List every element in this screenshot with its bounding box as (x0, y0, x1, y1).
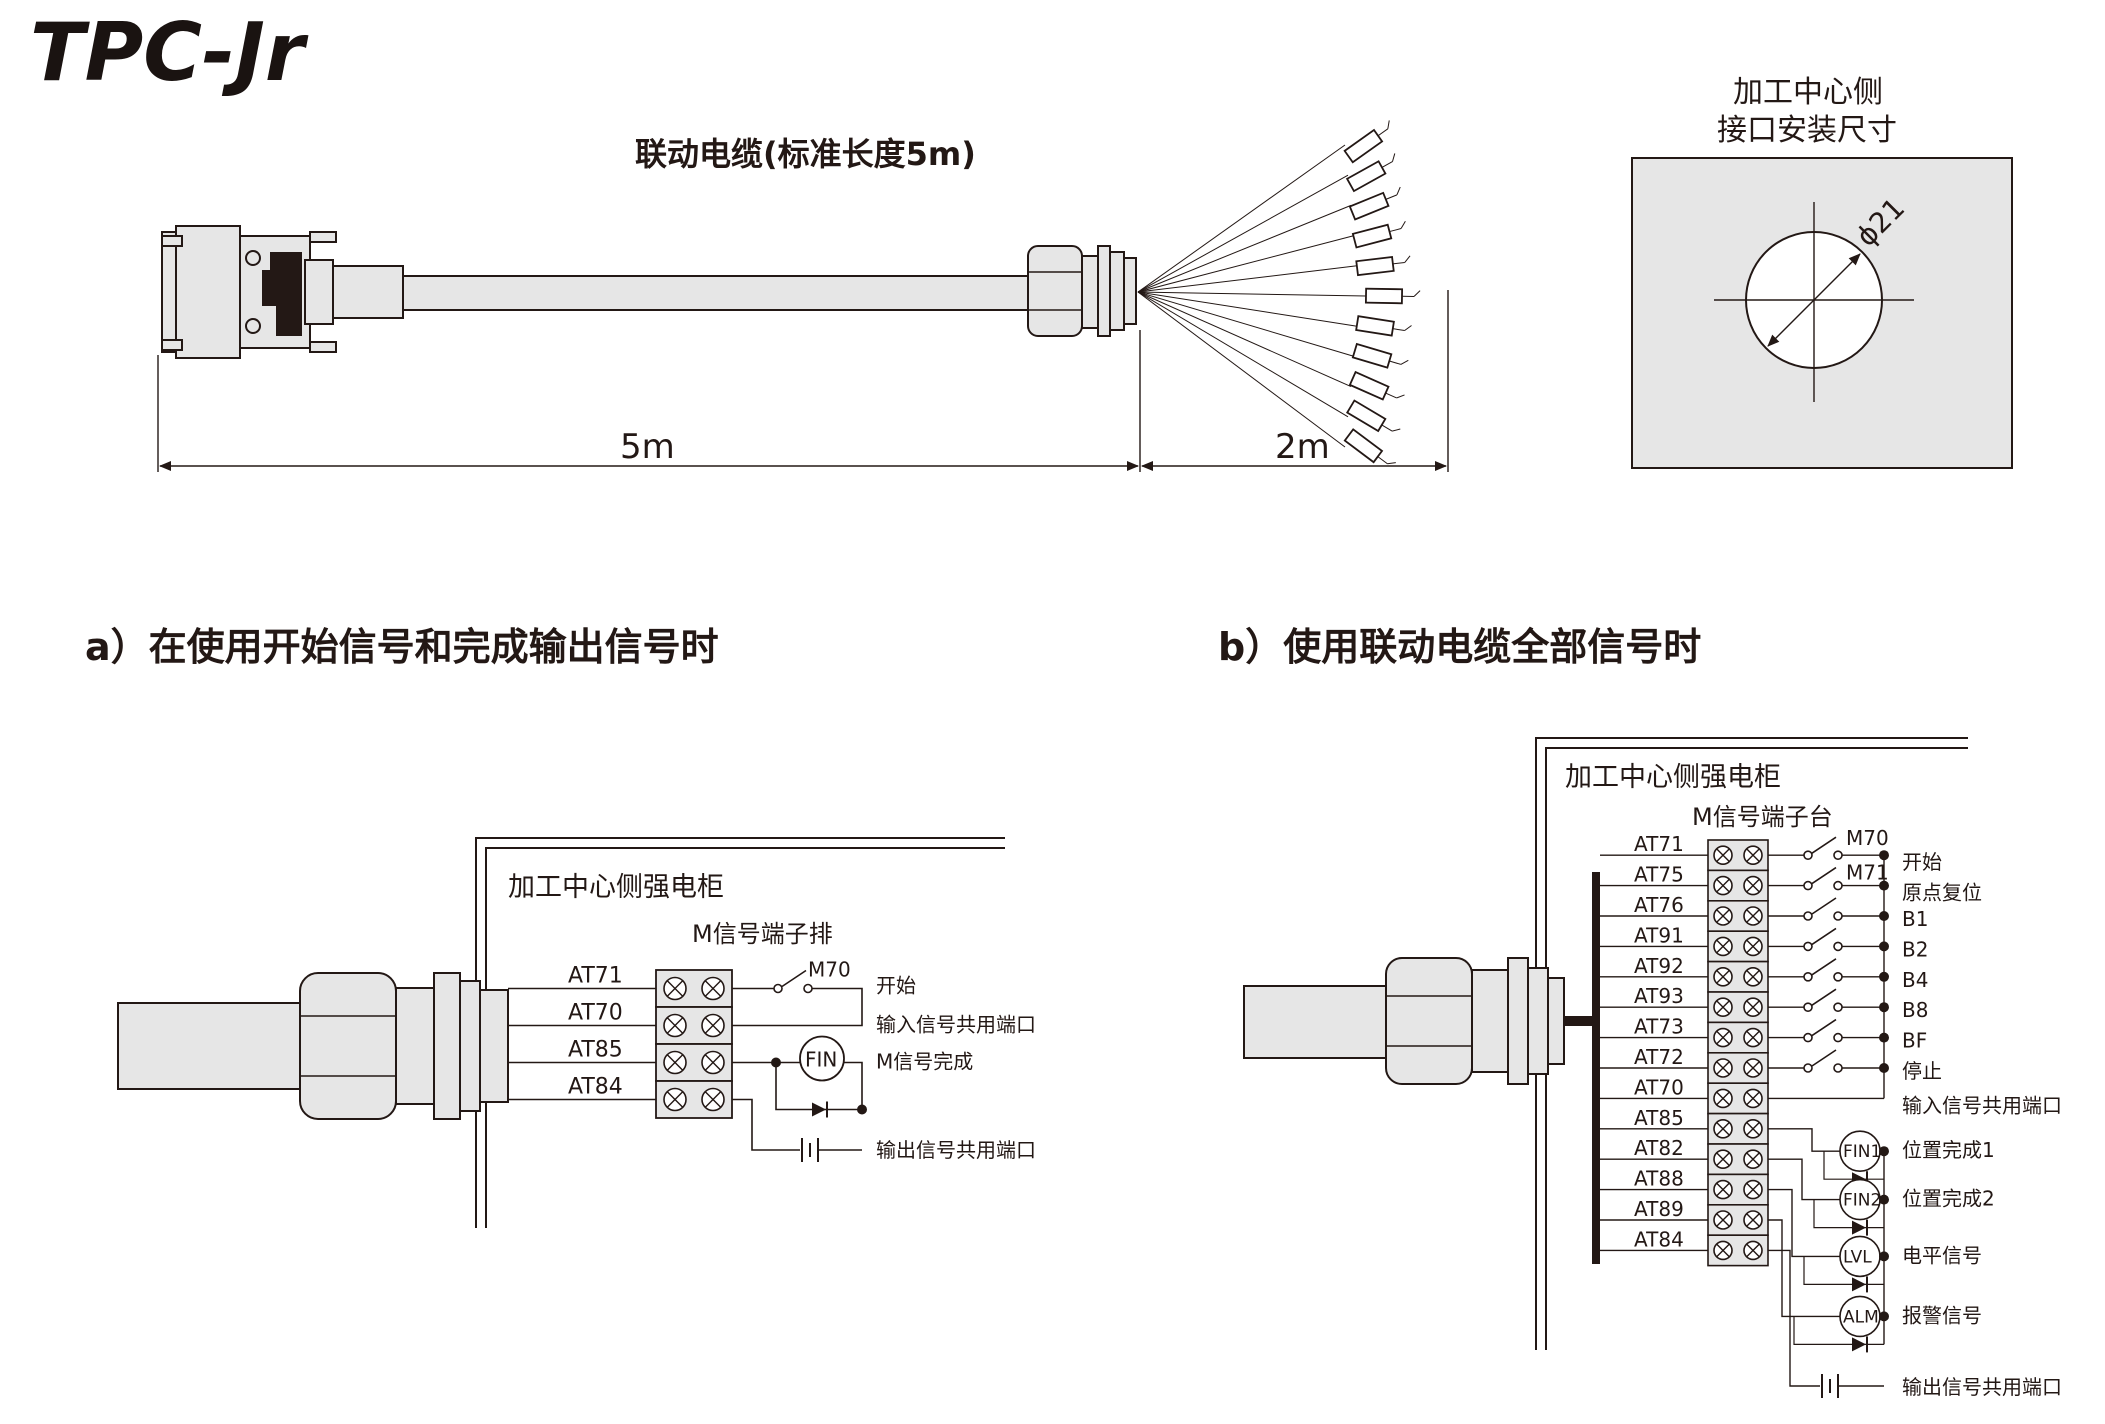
output-signal-0: 位置完成1 (1902, 1138, 1995, 1162)
terminal-label-at89: AT89 (1634, 1197, 1684, 1221)
input-signal-2: B1 (1902, 907, 1928, 931)
wire-terminal (1348, 370, 1405, 401)
output-signal-1: 位置完成2 (1902, 1187, 1995, 1211)
switch-m70-label: M70 (1846, 826, 1889, 850)
terminal-label-at76: AT76 (1634, 893, 1684, 917)
wire-terminal (1345, 153, 1396, 193)
section-a-heading: a）在使用开始信号和完成输出信号时 (85, 625, 719, 669)
terminal-label-at88: AT88 (1634, 1167, 1684, 1191)
terminal-label-at82: AT82 (1634, 1136, 1684, 1160)
output-signal-2: 电平信号 (1902, 1243, 1982, 1267)
section-a-cable (117, 972, 509, 1120)
cable-fanout-wires (1137, 120, 1421, 465)
section-b-wiring: AT71AT75AT76AT91AT92AT93AT73AT72AT70AT85… (1600, 826, 2062, 1399)
wire-terminal (1364, 287, 1421, 305)
relay-label-lvl: LVL (1843, 1247, 1872, 1267)
cable-title: 联动电缆(标准长度5m) (635, 135, 976, 173)
terminal-label-at70: AT70 (568, 1001, 623, 1026)
terminal-label-at91: AT91 (1634, 923, 1684, 947)
terminal-label-at92: AT92 (1634, 954, 1684, 978)
cable-gland (1027, 245, 1137, 337)
wire-terminal (1351, 220, 1406, 249)
section-b-heading: b）使用联动电缆全部信号时 (1218, 625, 1701, 669)
mount-title-line2: 接口安装尺寸 (1717, 113, 1897, 148)
section-b-cabinet: 加工中心侧强电柜 (1565, 762, 1781, 793)
input-signal-6: BF (1902, 1029, 1927, 1053)
signal-input-common: 输入信号共用端口 (876, 1013, 1036, 1037)
terminal-label-at73: AT73 (1634, 1015, 1684, 1039)
signal-m-complete: M信号完成 (876, 1050, 973, 1074)
relay-label-alm: ALM (1843, 1307, 1879, 1327)
section-b: b）使用联动电缆全部信号时 加工中心侧强电柜 M信号端子台 AT71AT75AT… (1218, 625, 2062, 1399)
input-signal-7: 停止 (1902, 1059, 1942, 1083)
signal-output-common: 输出信号共用端口 (876, 1138, 1036, 1162)
switch-m70-label: M70 (808, 958, 851, 982)
input-signal-8: 输入信号共用端口 (1902, 1093, 2062, 1117)
section-b-terminals (1707, 839, 1769, 1267)
section-a: a）在使用开始信号和完成输出信号时 加工中心侧强电柜 M信号端子排 AT71AT… (85, 625, 1036, 1228)
diameter-arrow (1767, 253, 1861, 347)
wire-terminal (1345, 399, 1401, 433)
cable-length-tail: 2m (1275, 427, 1330, 467)
section-b-terminal-block-label: M信号端子台 (1692, 803, 1833, 831)
signal-start: 开始 (876, 974, 916, 998)
output-signal-common: 输出信号共用端口 (1902, 1375, 2062, 1399)
section-a-terminals (655, 969, 733, 1119)
section-b-cable (1243, 957, 1594, 1085)
relay-label-fin2: FIN2 (1843, 1191, 1881, 1211)
cable-length-main: 5m (620, 427, 675, 467)
output-signal-3: 报警信号 (1902, 1303, 1982, 1327)
terminal-label-at75: AT75 (1634, 863, 1684, 887)
relay-fin-label: FIN (805, 1048, 837, 1072)
mount-dimension-drawing: 加工中心侧 接口安装尺寸 ϕ21 (1631, 75, 2013, 469)
cable-body (402, 275, 1029, 311)
terminal-label-at85: AT85 (568, 1038, 623, 1063)
input-signal-5: B8 (1902, 998, 1928, 1022)
wire-terminal (1348, 186, 1401, 221)
terminal-label-at72: AT72 (1634, 1045, 1684, 1069)
terminal-label-at71: AT71 (568, 964, 623, 989)
relay-fin (799, 1035, 845, 1082)
wire-terminal (1355, 315, 1412, 337)
d-sub-connector (161, 225, 404, 359)
wire-terminal (1343, 120, 1390, 164)
wire-terminal (1351, 342, 1409, 369)
section-b-bus-bar (1592, 872, 1600, 1264)
terminal-label-at70: AT70 (1634, 1075, 1684, 1099)
input-signal-4: B4 (1902, 968, 1928, 992)
input-signal-3: B2 (1902, 937, 1928, 961)
input-signal-0: 开始 (1902, 850, 1942, 874)
input-signal-1: 原点复位 (1902, 881, 1982, 905)
terminal-label-at93: AT93 (1634, 984, 1684, 1008)
terminal-label-at84: AT84 (1634, 1227, 1684, 1251)
switch-m71-label: M71 (1846, 861, 1889, 885)
relay-label-fin1: FIN1 (1843, 1142, 1881, 1162)
wire-terminal (1355, 255, 1411, 277)
terminal-label-at84: AT84 (568, 1075, 623, 1100)
logo: TPC-Jr (30, 6, 309, 99)
section-a-cabinet: 加工中心侧强电柜 (508, 872, 724, 903)
section-a-terminal-block-label: M信号端子排 (692, 920, 833, 948)
mount-panel (1631, 157, 2013, 469)
terminal-label-at71: AT71 (1634, 832, 1684, 856)
mount-title-line1: 加工中心侧 (1733, 75, 1883, 110)
terminal-label-at85: AT85 (1634, 1106, 1684, 1130)
cable-drawing: 联动电缆(标准长度5m) (157, 120, 1449, 472)
